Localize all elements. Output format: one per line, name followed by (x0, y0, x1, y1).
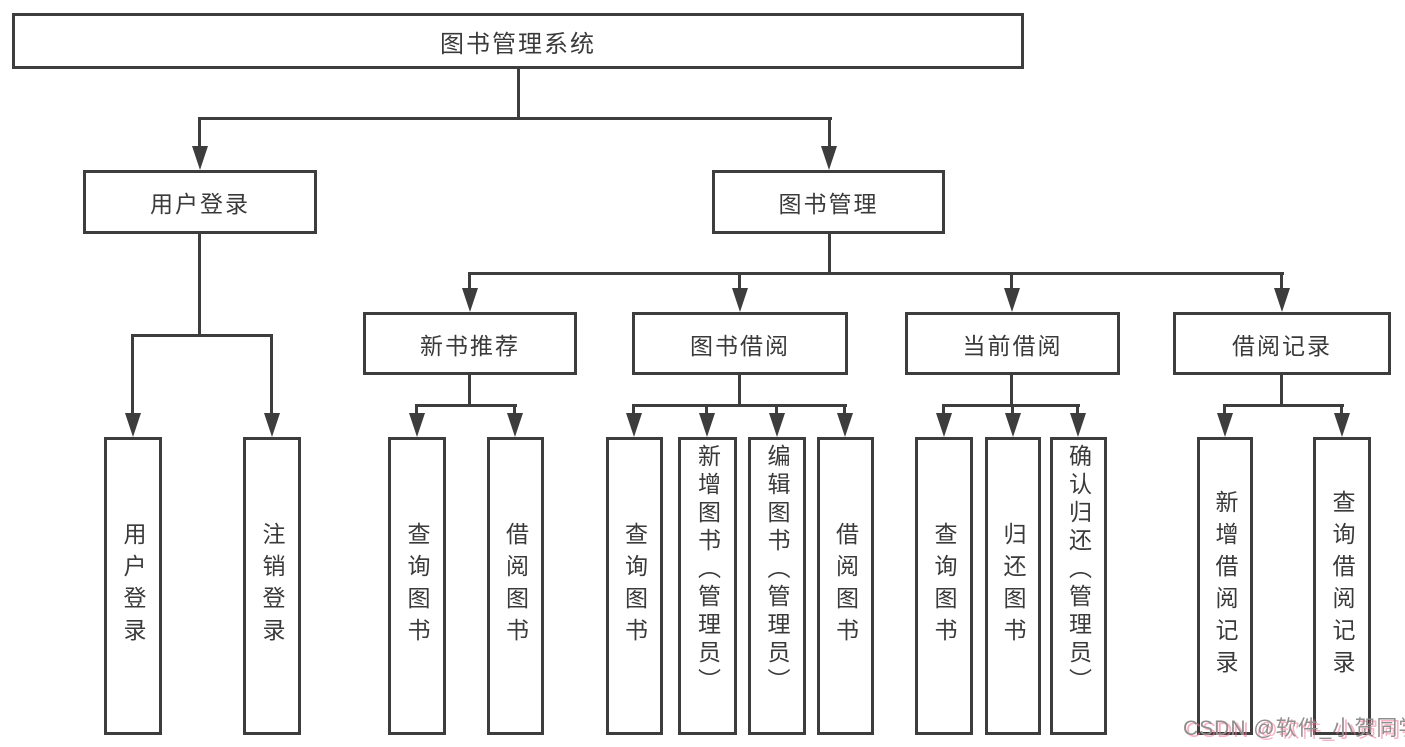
arrowhead-icon (409, 413, 425, 437)
connector-line (1010, 375, 1013, 407)
arrowhead-icon (699, 413, 715, 437)
connector-line (198, 117, 201, 148)
node-book-borrowing: 图书借阅 (632, 312, 848, 375)
leaf-add-books-admin: 新增图书（管理员） (678, 437, 737, 735)
connector-line (1010, 272, 1013, 292)
leaf-query-books-recommend: 查询图书 (388, 437, 446, 735)
connector-line (513, 404, 516, 416)
leaf-query-books-borrow: 查询图书 (606, 437, 663, 735)
connector-line (415, 404, 517, 407)
connector-line (738, 375, 741, 407)
leaf-confirm-return-admin: 确认归还（管理员） (1050, 437, 1107, 735)
arrowhead-icon (1274, 288, 1290, 312)
arrowhead-icon (462, 288, 478, 312)
connector-line (775, 404, 778, 416)
connector-line (632, 404, 635, 416)
arrowhead-icon (1070, 413, 1086, 437)
node-new-book-recommendation: 新书推荐 (363, 312, 577, 375)
node-current-borrowing: 当前借阅 (905, 312, 1120, 375)
connector-line (468, 375, 471, 407)
arrowhead-icon (1217, 413, 1233, 437)
arrowhead-icon (1005, 413, 1021, 437)
leaf-query-borrow-record: 查询借阅记录 (1313, 437, 1371, 735)
connector-line (517, 69, 520, 120)
leaf-query-books-current: 查询图书 (915, 437, 973, 735)
arrowhead-icon (821, 146, 837, 170)
node-book-management: 图书管理 (712, 170, 945, 234)
arrowhead-icon (192, 146, 208, 170)
connector-line (1076, 404, 1079, 416)
watermark: CSDN @软件_小贺同学 (1183, 717, 1405, 740)
leaf-borrow-books-recommend: 借阅图书 (487, 437, 544, 735)
connector-line (1223, 404, 1226, 416)
arrowhead-icon (837, 413, 853, 437)
connector-line (632, 404, 847, 407)
connector-line (1340, 404, 1343, 416)
leaf-logout: 注销登录 (243, 437, 301, 735)
connector-line (1223, 404, 1344, 407)
leaf-edit-books-admin: 编辑图书（管理员） (748, 437, 806, 735)
connector-line (1280, 272, 1283, 292)
connector-line (705, 404, 708, 416)
arrowhead-icon (626, 413, 642, 437)
connector-line (198, 234, 201, 337)
connector-line (468, 272, 1284, 275)
leaf-user-login: 用户登录 (104, 437, 162, 735)
connector-line (828, 117, 831, 148)
arrowhead-icon (1004, 288, 1020, 312)
arrowhead-icon (125, 413, 141, 437)
connector-line (131, 334, 273, 337)
arrowhead-icon (507, 413, 523, 437)
connector-line (843, 404, 846, 416)
arrowhead-icon (936, 413, 952, 437)
connector-line (828, 234, 831, 275)
leaf-return-books: 归还图书 (985, 437, 1041, 735)
node-borrowing-records: 借阅记录 (1173, 312, 1391, 375)
connector-line (468, 272, 471, 292)
connector-line (1011, 404, 1014, 416)
arrowhead-icon (769, 413, 785, 437)
leaf-add-borrow-record: 新增借阅记录 (1197, 437, 1253, 735)
connector-line (131, 334, 134, 415)
connector-line (415, 404, 418, 416)
connector-line (942, 404, 945, 416)
leaf-borrow-books: 借阅图书 (817, 437, 874, 735)
connector-line (1280, 375, 1283, 407)
connector-line (270, 334, 273, 415)
arrowhead-icon (264, 413, 280, 437)
node-user-login: 用户登录 (83, 170, 317, 234)
arrowhead-icon (1334, 413, 1350, 437)
connector-line (198, 117, 832, 120)
arrowhead-icon (732, 288, 748, 312)
node-library-management-system: 图书管理系统 (12, 13, 1024, 69)
connector-line (738, 272, 741, 292)
